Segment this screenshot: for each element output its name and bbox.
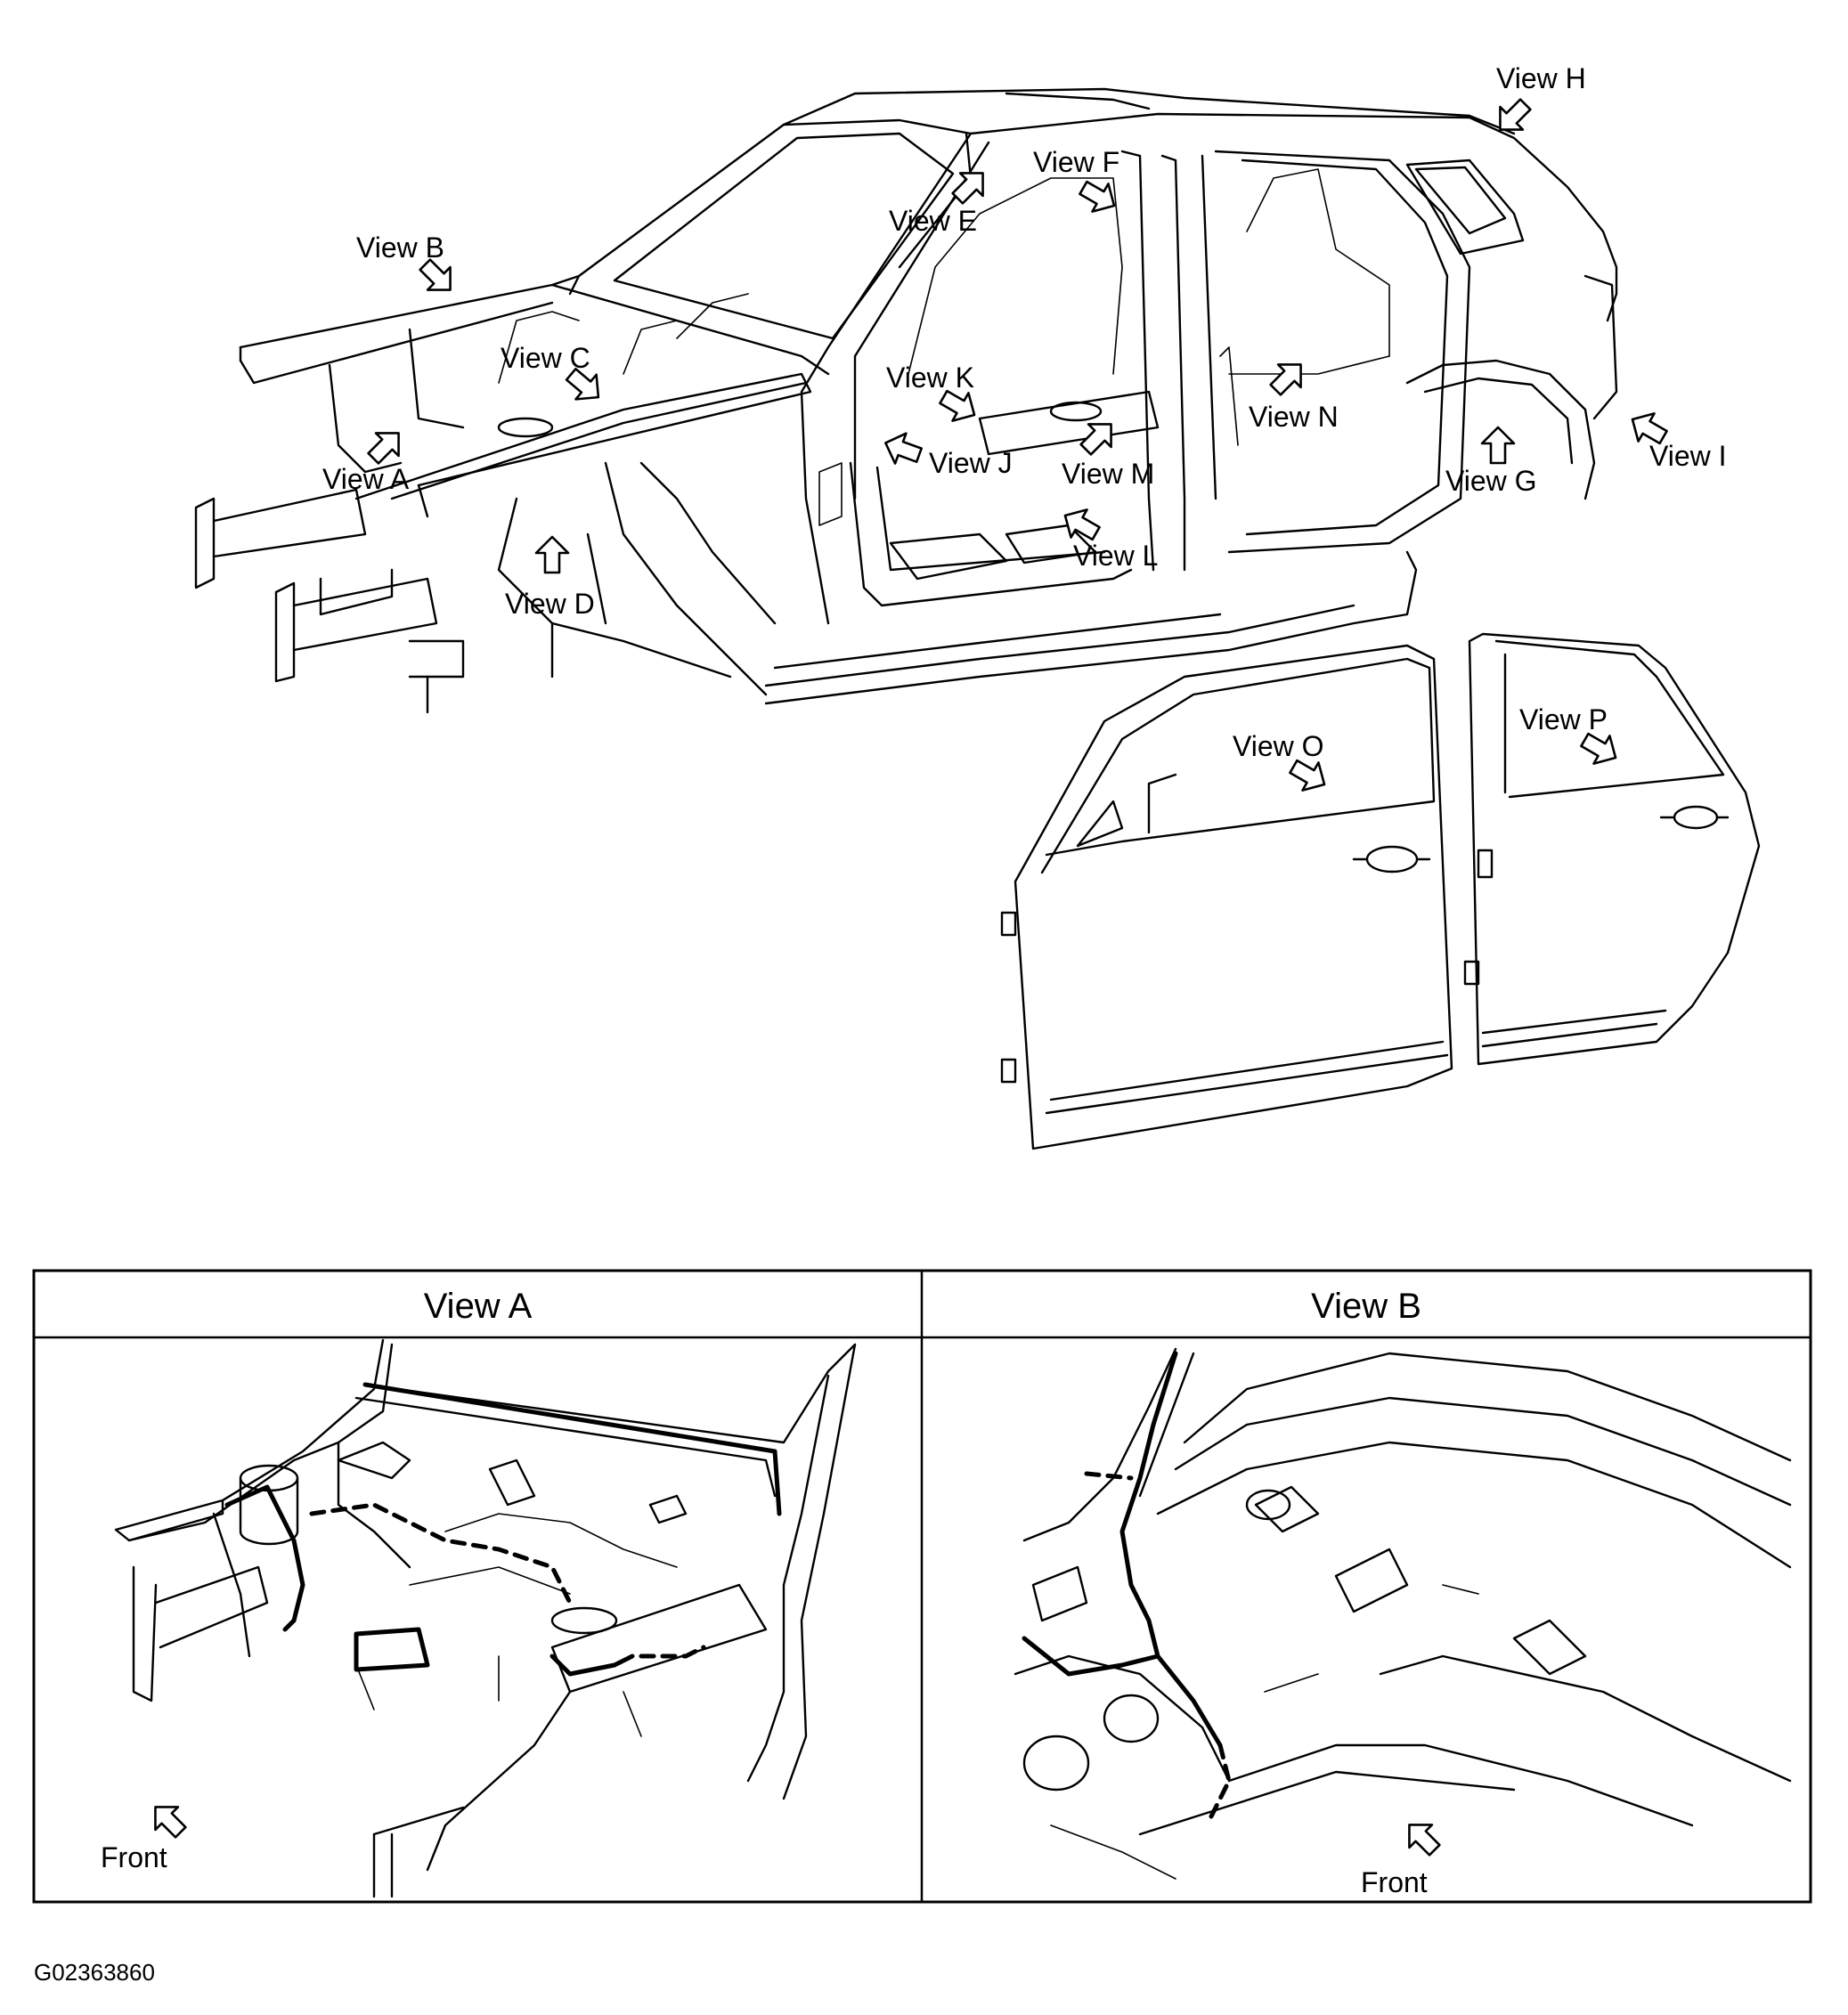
view-label-k: View K <box>886 362 975 394</box>
view-arrows <box>367 98 1668 792</box>
view-a-front-label: Front <box>101 1841 167 1873</box>
view-label-b: View B <box>356 232 445 264</box>
view-label-j: View J <box>929 447 1013 479</box>
figure-code: G02363860 <box>34 1959 155 1986</box>
view-label-e: View E <box>889 205 978 237</box>
view-label-f: View F <box>1033 146 1120 178</box>
view-a-detail-drawing <box>114 1338 857 1898</box>
view-label-i: View I <box>1649 440 1727 472</box>
view-label-l: View L <box>1073 540 1159 572</box>
view-b-front-label: Front <box>1361 1866 1428 1898</box>
view-label-d: View D <box>505 588 595 620</box>
view-b-detail-drawing <box>1014 1347 1792 1880</box>
doors-drawing <box>1000 632 1761 1150</box>
view-label-p: View P <box>1519 703 1608 735</box>
view-label-h: View H <box>1496 62 1586 94</box>
body-shell-drawing <box>194 87 1618 714</box>
view-label-o: View O <box>1233 730 1324 762</box>
view-label-n: View N <box>1249 401 1339 433</box>
detail-panel-title-view-b: View B <box>1311 1287 1421 1326</box>
view-label-a: View A <box>322 463 410 495</box>
view-label-g: View G <box>1445 465 1537 497</box>
view-label-c: View C <box>501 342 590 374</box>
detail-panel-title-view-a: View A <box>423 1287 533 1326</box>
detail-table-frame <box>32 1269 1812 1904</box>
view-label-m: View M <box>1062 458 1155 490</box>
